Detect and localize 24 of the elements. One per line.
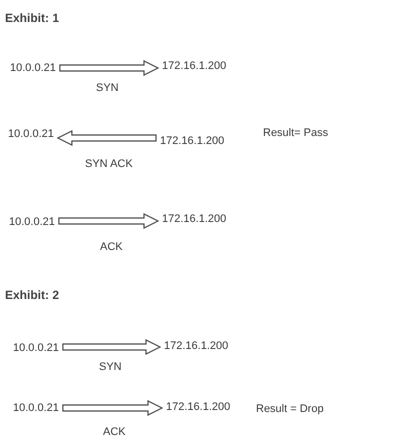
ip-address: 10.0.0.21 — [8, 128, 54, 141]
block-arrow — [62, 339, 162, 355]
edge-label: SYN ACK — [85, 158, 133, 171]
result-note: Result= Pass — [263, 127, 328, 140]
ip-address: 10.0.0.21 — [10, 62, 56, 75]
block-arrow — [62, 400, 164, 416]
ip-address: 172.16.1.200 — [162, 213, 226, 226]
exhibit-heading: Exhibit: 1 — [5, 11, 60, 26]
ip-address: 172.16.1.200 — [164, 340, 228, 353]
block-arrow — [59, 60, 160, 76]
ip-address: 10.0.0.21 — [13, 402, 59, 415]
edge-label: ACK — [103, 426, 126, 439]
result-note: Result = Drop — [256, 403, 324, 416]
ip-address: 172.16.1.200 — [162, 60, 226, 73]
ip-address: 10.0.0.21 — [13, 342, 59, 355]
edge-label: SYN — [96, 82, 119, 95]
ip-address: 10.0.0.21 — [9, 216, 55, 229]
ip-address: 172.16.1.200 — [160, 135, 224, 148]
edge-label: SYN — [99, 361, 122, 374]
exhibit-heading: Exhibit: 2 — [5, 288, 60, 303]
block-arrow — [56, 130, 157, 146]
ip-address: 172.16.1.200 — [166, 401, 230, 414]
block-arrow — [58, 213, 160, 229]
edge-label: ACK — [100, 241, 123, 254]
